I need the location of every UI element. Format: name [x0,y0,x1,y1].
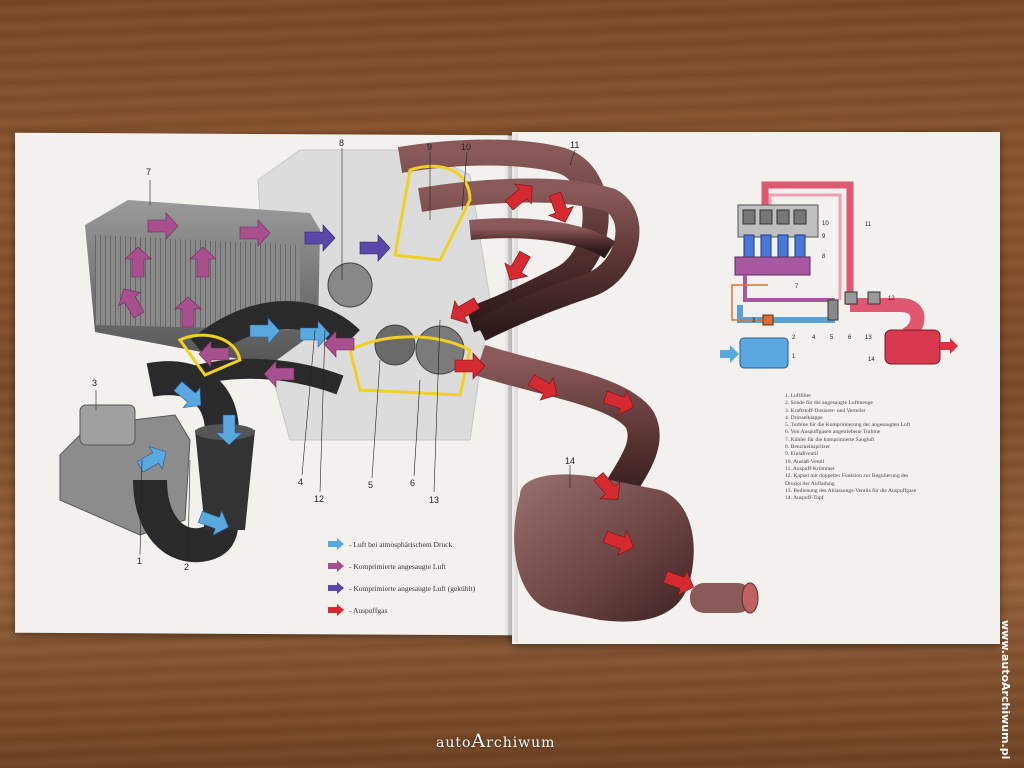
flow-legend: - Luft bei atmosphärischem Druck - Kompr… [328,536,475,624]
component-key-list: 1. Luftfilter 2. Sonde für die angesaugt… [785,393,925,502]
callout-8: 8 [339,138,345,148]
callout-2: 2 [184,562,190,572]
callout-6: 6 [410,478,416,488]
callout-3: 3 [92,378,98,388]
svg-text:9: 9 [822,234,826,240]
red-arrow-icon [328,604,344,616]
legend-item: - Komprimierte angesaugte Luft [328,558,475,574]
key-item: 1. Luftfilter [785,393,812,399]
callout-7: 7 [146,167,152,177]
legend-label: - Auspuffgas [349,605,388,615]
svg-text:3: 3 [752,318,756,324]
blue-arrow-icon [328,538,344,550]
purple-arrow-icon [328,560,344,572]
svg-text:4: 4 [812,335,816,341]
svg-text:12: 12 [888,296,895,302]
callout-1: 1 [137,556,143,566]
key-item: 6. Von Auspuffgasen angetriebene Turbine [785,429,881,436]
svg-text:5: 5 [830,335,834,341]
key-item: 9. Einlaßventil [785,451,818,458]
key-item: 2. Sonde für die angesaugte Luftmenge [785,400,873,407]
svg-text:7: 7 [795,284,799,290]
key-item: 4. Drosselklappe [785,414,823,421]
svg-text:2: 2 [792,335,796,341]
callout-4: 4 [298,477,304,487]
legend-label: - Luft bei atmosphärischem Druck [349,539,453,549]
svg-text:10: 10 [822,221,829,227]
key-item: 13. Bedienung des Ablassungs-Ventils für… [785,487,917,494]
key-item: 14. Auspuff-Topf [785,495,824,502]
svg-text:8: 8 [822,254,826,260]
legend-item: - Luft bei atmosphärischem Druck [328,536,475,552]
key-item: 11. Auspuff-Krümmer [785,465,835,472]
svg-text:13: 13 [865,335,872,341]
svg-text:6: 6 [848,335,852,341]
legend-label: - Komprimierte angesaugte Luft [349,561,446,571]
legend-item: - Auspuffgas [328,602,475,618]
key-item: 7. Kühler für die komprimierte Saugluft [785,436,875,443]
key-item: 8. Benzineinspritzer [785,444,831,451]
legend-item: - Komprimierte angesaugte Luft (gekühlt) [328,580,475,596]
callout-11: 11 [570,140,580,150]
key-item: 12. Kapsel mit doppelter Funktion zur Re… [785,473,909,487]
svg-text:14: 14 [868,357,875,363]
svg-text:11: 11 [865,222,872,228]
schematic-diagram: 10 9 8 11 7 12 3 2 4 5 6 13 1 14 [720,181,958,369]
callout-13: 13 [429,495,440,505]
watermark-logo: autoArchiwum [436,730,556,752]
key-item: 5. Turbine für die Komprimierung der ang… [785,422,911,429]
callout-9: 9 [427,142,433,152]
key-item: 10. Auslaß-Ventil [785,458,825,465]
callout-5: 5 [368,480,374,490]
svg-text:1: 1 [792,354,796,360]
legend-label: - Komprimierte angesaugte Luft (gekühlt) [349,583,476,593]
side-url: www.autoArchiwum.pl [999,620,1012,760]
dark-blue-arrow-icon [328,582,344,594]
callout-14: 14 [565,456,576,466]
callout-12: 12 [314,494,325,504]
callout-10: 10 [461,142,472,152]
page-fold [508,134,518,642]
key-item: 3. Kraftstoff-Dosierer- und Verteiler [785,407,866,414]
